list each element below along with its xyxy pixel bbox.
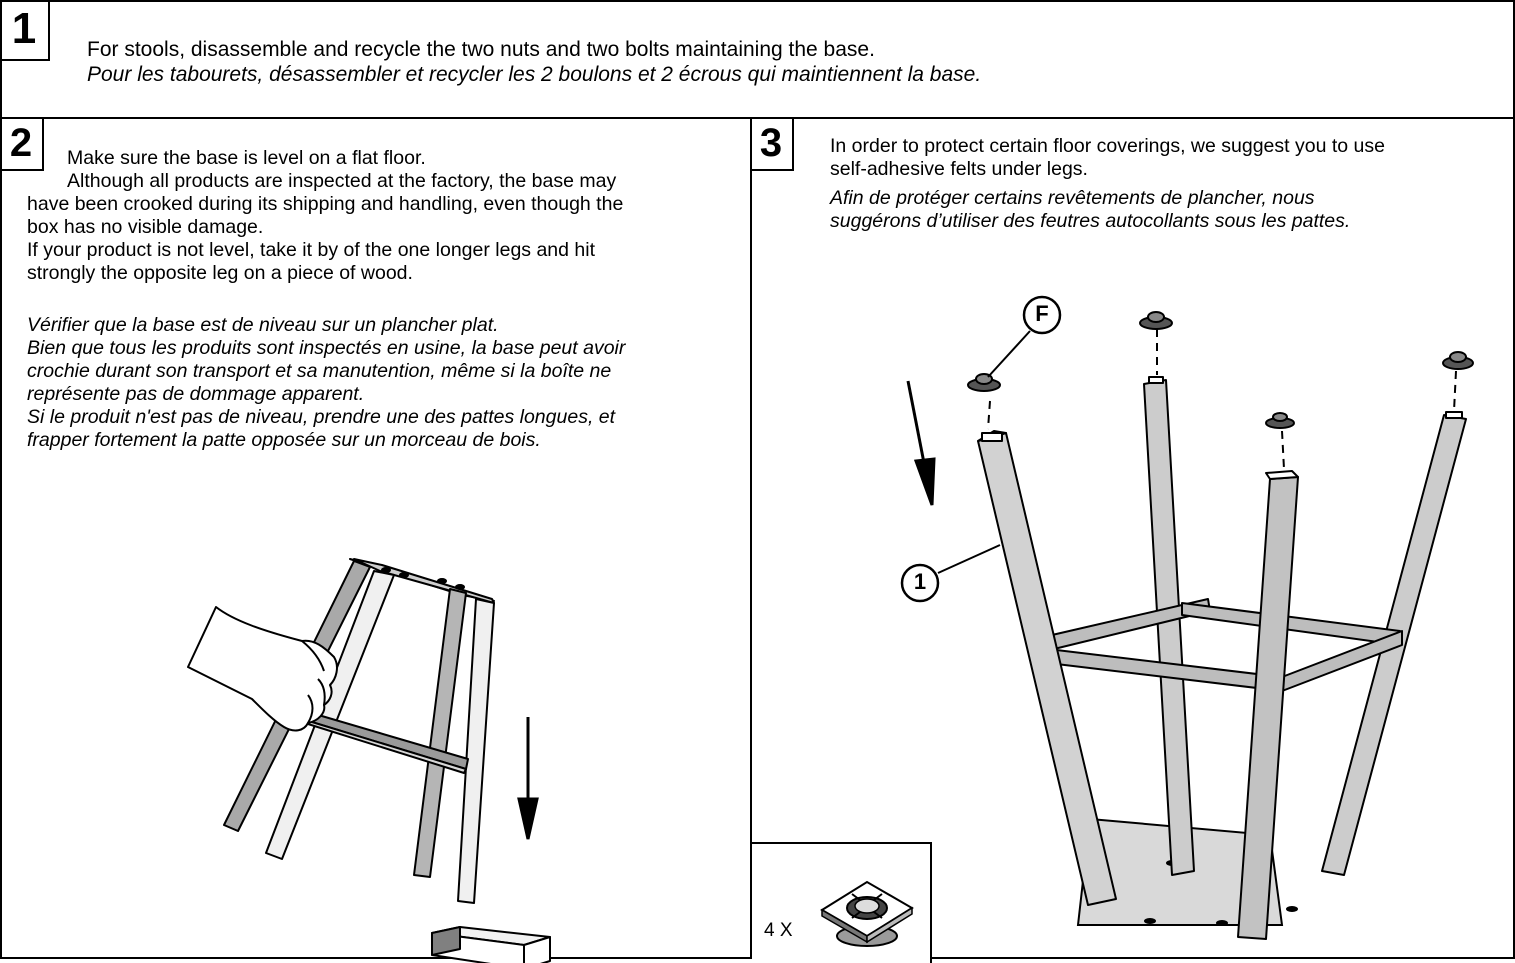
step3-panel: 3 In order to protect certain floor cove… xyxy=(750,117,1515,963)
felt-quantity-inset: 4 X xyxy=(752,842,932,963)
felt-pad-icon xyxy=(1442,351,1474,370)
step3-en2: self-adhesive felts under legs. xyxy=(830,158,1088,180)
step2-line1: Make sure the base is level on a flat fl… xyxy=(67,147,426,169)
stool-level-illustration xyxy=(187,558,551,963)
felt-pad-icon xyxy=(820,880,914,947)
callout-part-f: F xyxy=(1035,301,1049,326)
stool-leg xyxy=(1237,476,1299,940)
step2-panel: 2 Make sure the base is level on a flat … xyxy=(0,117,752,963)
stool-leg xyxy=(1143,379,1195,876)
step2-fr2: Bien que tous les produits sont inspecté… xyxy=(27,337,626,359)
stool-crossbar xyxy=(1181,602,1401,646)
step2-line4: box has no visible damage. xyxy=(27,216,264,238)
down-arrow-icon xyxy=(906,380,936,506)
step1-text-fr: Pour les tabourets, désassembler et recy… xyxy=(87,63,982,86)
step2-line6: strongly the opposite leg on a piece of … xyxy=(27,262,413,284)
step3-fr2: suggérons d’utiliser des feutres autocol… xyxy=(830,210,1351,232)
step2-fr5: Si le produit n'est pas de niveau, prend… xyxy=(27,406,616,428)
step1-text-en: For stools, disassemble and recycle the … xyxy=(87,38,875,61)
step2-line2: Although all products are inspected at t… xyxy=(67,170,617,192)
step2-fr6: frapper fortement la patte opposée sur u… xyxy=(27,429,541,451)
step2-line3: have been crooked during its shipping an… xyxy=(27,193,624,215)
hand-icon xyxy=(187,606,338,732)
wood-block-icon xyxy=(431,926,551,963)
down-arrow-icon xyxy=(517,717,539,840)
callout-leg-1: 1 xyxy=(913,569,927,594)
felt-pad-icon xyxy=(1139,311,1173,330)
step2-fr3: crochie durant son transport et sa manut… xyxy=(27,360,612,382)
stool-leg xyxy=(413,588,467,878)
step3-number: 3 xyxy=(750,117,794,171)
felt-quantity: 4 X xyxy=(764,920,793,941)
step2-number: 2 xyxy=(0,117,44,171)
step1-number: 1 xyxy=(0,0,50,61)
felt-pad-icon xyxy=(1265,412,1295,429)
stool-leg xyxy=(265,570,395,860)
step2-fr1: Vérifier que la base est de niveau sur u… xyxy=(27,314,499,336)
stool-felts-illustration xyxy=(900,295,1474,940)
step3-fr1: Afin de protéger certains revêtements de… xyxy=(830,187,1315,209)
step2-fr4: représente pas de dommage apparent. xyxy=(27,383,365,405)
stool-leg xyxy=(457,598,495,904)
felt-pad-icon xyxy=(967,373,1001,392)
step2-line5: If your product is not level, take it by… xyxy=(27,239,596,261)
step1-panel: 1 For stools, disassemble and recycle th… xyxy=(0,0,1515,119)
step3-en1: In order to protect certain floor coveri… xyxy=(830,135,1385,157)
